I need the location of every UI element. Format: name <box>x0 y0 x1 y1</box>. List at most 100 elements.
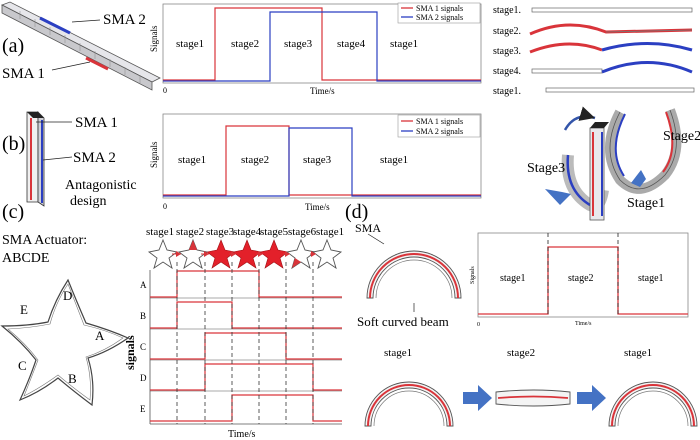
chart-a-stage: stage4 <box>337 38 366 50</box>
beam-stage1-left <box>364 381 454 427</box>
chart-a-stage: stage1 <box>176 38 204 50</box>
stage-list-item: stage2. <box>493 26 521 37</box>
chart-c-xlabel: Time/s <box>228 429 256 440</box>
chart-d-ylabel: Signals <box>470 266 476 284</box>
chart-b: SMA 1 signals SMA 2 signals stage1 stage… <box>149 113 482 212</box>
signal-c <box>150 332 342 360</box>
beam-stage1-right <box>608 381 698 427</box>
chart-d-signal <box>478 246 688 315</box>
actuator-letters: ABCDE <box>2 251 49 266</box>
stage-arrow <box>545 189 571 205</box>
stage-list-item: stage1. <box>493 86 521 97</box>
signal-row-label: E <box>140 404 146 414</box>
chart-d: stage1 stage2 stage1 Signals 0 Time/s <box>470 232 689 328</box>
sma1-leader-a <box>51 61 91 71</box>
chart-c-ylabel: signals <box>123 335 137 370</box>
transition-arrow <box>577 385 606 411</box>
signal-e <box>150 394 342 422</box>
sma2-label-a: SMA 2 <box>103 12 146 28</box>
bottom-stage-label: stage2 <box>507 347 535 359</box>
sma1-label-b: SMA 1 <box>75 115 118 131</box>
star-actuator <box>0 278 130 407</box>
starfish-sequence <box>147 238 343 270</box>
legend-a-sma1: SMA 1 signals <box>416 4 463 13</box>
petal-label: B <box>68 371 77 386</box>
chart-d-origin: 0 <box>477 322 480 328</box>
chart-a-stage: stage2 <box>231 38 259 50</box>
stage1-label-b: Stage1 <box>627 196 665 211</box>
signal-row-label: A <box>140 280 147 290</box>
stage-list-item: stage1. <box>493 5 521 16</box>
chart-a-sma1-signal <box>163 7 481 81</box>
bottom-stage-label: stage1 <box>384 347 412 359</box>
chart-b-stage: stage1 <box>178 154 206 166</box>
chart-d-xlabel: Time/s <box>575 321 592 327</box>
chart-a-stage: stage1 <box>390 38 418 50</box>
panel-b: SMA 1 SMA 2 (b) Antagonistic design SMA … <box>2 106 700 221</box>
chart-b-origin: 0 <box>163 202 167 211</box>
chart-a: SMA 1 signals SMA 2 signals stage1 stage… <box>149 2 482 96</box>
chart-b-legend: SMA 1 signals SMA 2 signals <box>397 114 481 138</box>
panel-c: (c) SMA Actuator: ABCDE D E A C B stage1… <box>0 201 344 440</box>
signal-row-label: D <box>140 373 147 383</box>
starfish-stage: stage1 <box>146 226 174 238</box>
signal-b <box>150 301 342 329</box>
signal-row-label: C <box>140 342 146 352</box>
stage-arrow <box>631 170 646 187</box>
transition-arrow <box>463 385 492 411</box>
signal-row-label: B <box>140 311 146 321</box>
chart-b-stage: stage3 <box>303 154 332 166</box>
panel-b-curved-devices <box>561 106 682 221</box>
actuator-caption: SMA Actuator: <box>2 233 87 248</box>
chart-a-stage: stage3 <box>284 38 313 50</box>
stage2-label-b: Stage2 <box>663 129 700 144</box>
chart-d-stage: stage1 <box>638 273 664 284</box>
chart-b-sma2-signal <box>163 127 481 197</box>
panel-a: SMA 2 SMA 1 (a) SMA 1 signals SMA 2 sign… <box>1 1 695 97</box>
chart-a-sma2-signal <box>163 11 481 82</box>
chart-b-ylabel: Signals <box>149 141 159 168</box>
starfish-stage: stage1 <box>316 226 344 238</box>
legend-b-sma1: SMA 1 signals <box>416 117 463 126</box>
panel-a-label: (a) <box>2 35 24 57</box>
chart-b-stage: stage1 <box>380 154 408 166</box>
beam-stage2-flat <box>495 389 571 407</box>
panel-c-label: (c) <box>2 201 24 223</box>
petal-label: C <box>18 358 27 373</box>
design-caption: design <box>70 194 107 209</box>
chart-c: A B C D E signals Time/s <box>123 262 342 440</box>
panel-a-stage-list: stage1. stage2. stage3. stage4. stage1. <box>493 5 695 97</box>
sma1-label-a: SMA 1 <box>2 66 45 82</box>
beam-caption: Soft curved beam <box>357 314 449 329</box>
petal-label: D <box>63 288 72 303</box>
stage-list-item: stage4. <box>493 66 521 77</box>
curved-beam-top <box>366 250 462 299</box>
starfish-stage: stage4 <box>233 226 262 238</box>
chart-b-sma1-signal <box>163 125 481 196</box>
panel-d-label: (d) <box>345 201 368 223</box>
panel-b-device <box>26 111 45 207</box>
antagonistic-caption: Antagonistic <box>65 178 137 193</box>
legend-a-sma2: SMA 2 signals <box>416 13 463 22</box>
stage-list-item: stage3. <box>493 46 521 57</box>
starfish-stage: stage3 <box>206 226 235 238</box>
starfish-stage: stage5 <box>260 226 289 238</box>
stage3-label-b: Stage3 <box>527 161 565 176</box>
starfish-stage: stage6 <box>288 226 317 238</box>
chart-b-xlabel: Time/s <box>305 202 330 212</box>
chart-a-legend: SMA 1 signals SMA 2 signals <box>397 2 481 24</box>
sma2-leader-a <box>71 19 101 23</box>
chart-d-stage: stage1 <box>500 273 526 284</box>
chart-a-ylabel: Signals <box>149 25 159 52</box>
starfish-stage-labels: stage1 stage2 stage3 stage4 stage5 stage… <box>146 226 344 238</box>
panel-d: (d) SMA Soft curved beam stage1 stage2 s… <box>345 201 698 427</box>
chart-a-origin: 0 <box>163 86 167 95</box>
chart-a-xlabel: Time/s <box>310 86 335 96</box>
chart-b-stage: stage2 <box>241 154 269 166</box>
chart-a-frame <box>162 3 482 84</box>
panel-b-label: (b) <box>2 133 25 155</box>
petal-label: A <box>95 328 105 343</box>
sma2-label-b: SMA 2 <box>73 150 116 166</box>
starfish-stage: stage2 <box>176 226 204 238</box>
